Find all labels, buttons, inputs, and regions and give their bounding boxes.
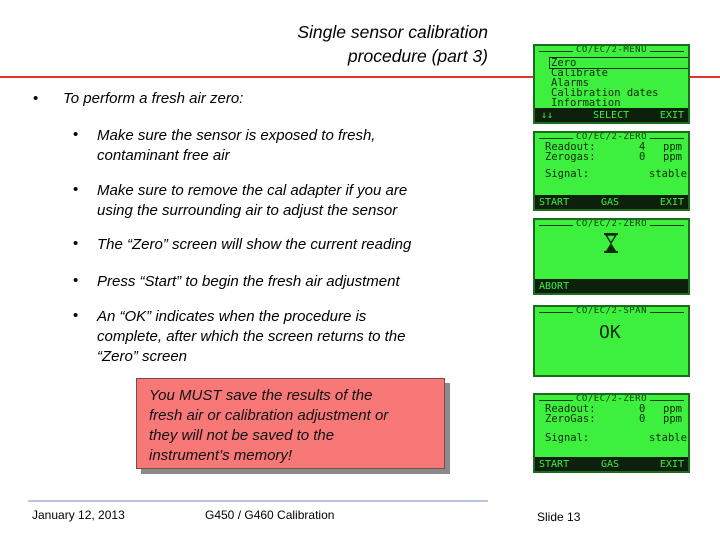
lcd-zero-progress-screen: CO/EC/2-ZERO ABORT bbox=[533, 218, 690, 295]
lcd-header: CO/EC/2-ZERO bbox=[535, 395, 688, 404]
readout-value: 0 bbox=[639, 403, 646, 415]
softkey-exit: EXIT bbox=[659, 197, 684, 208]
callout-line: fresh air or calibration adjustment or bbox=[149, 407, 389, 424]
zerogas-value: 0 bbox=[639, 151, 646, 163]
lcd-header: CO/EC/2-ZERO bbox=[535, 220, 688, 229]
softkey-start: START bbox=[539, 459, 570, 470]
softkey-exit: EXIT bbox=[659, 110, 684, 121]
main-bullet-text: To perform a fresh air zero: bbox=[63, 90, 244, 107]
menu-item-alarms: Alarms bbox=[551, 77, 589, 89]
menu-item-information: Information bbox=[551, 97, 621, 109]
softkey-abort: ABORT bbox=[539, 281, 570, 292]
readout-value: 4 bbox=[639, 141, 646, 153]
readout-label: Readout: bbox=[545, 141, 596, 153]
menu-item-zero: Zero bbox=[551, 57, 577, 69]
signal-value: stable bbox=[649, 168, 687, 180]
softkey-gas: GAS bbox=[601, 459, 620, 470]
title-line-2: procedure (part 3) bbox=[347, 46, 488, 66]
softkey-start: START bbox=[539, 197, 570, 208]
bullet-marker: • bbox=[73, 307, 79, 324]
lcd-softkey-bar: ABORT bbox=[535, 279, 688, 293]
softkey-gas: GAS bbox=[601, 197, 620, 208]
sub-bullet-line: complete, after which the screen returns… bbox=[97, 328, 406, 345]
zerogas-unit: ppm bbox=[663, 413, 682, 425]
softkey-select: SELECT bbox=[593, 110, 630, 121]
lcd-span-ok-screen: CO/EC/2-SPAN OK bbox=[533, 305, 690, 377]
bullet-marker: • bbox=[73, 181, 79, 198]
footer-title: G450 / G460 Calibration bbox=[205, 508, 335, 522]
lcd-softkey-bar: START GAS EXIT bbox=[535, 457, 688, 471]
softkey-down: ↓↓ bbox=[541, 110, 554, 121]
signal-value: stable bbox=[649, 432, 687, 444]
menu-selection-highlight bbox=[549, 57, 688, 69]
sub-bullet-line: Make sure to remove the cal adapter if y… bbox=[97, 182, 408, 199]
sub-bullet-line: Press “Start” to begin the fresh air adj… bbox=[97, 273, 400, 290]
slide-title: Single sensor calibration procedure (par… bbox=[188, 20, 488, 68]
zerogas-label: Zerogas: bbox=[545, 151, 596, 163]
footer-divider bbox=[28, 500, 488, 502]
callout-line: they will not be saved to the bbox=[149, 427, 335, 444]
title-divider bbox=[0, 76, 720, 78]
footer-date: January 12, 2013 bbox=[32, 508, 125, 522]
signal-label: Signal: bbox=[545, 432, 590, 444]
lcd-header: CO/EC/2-SPAN bbox=[535, 307, 688, 316]
readout-unit: ppm bbox=[663, 403, 682, 415]
bullet-marker: • bbox=[73, 235, 79, 252]
softkey-exit: EXIT bbox=[659, 459, 684, 470]
callout-line: instrument’s memory! bbox=[149, 447, 293, 464]
lcd-softkey-bar: START GAS EXIT bbox=[535, 195, 688, 209]
bullet-list: • To perform a fresh air zero: • Make su… bbox=[33, 90, 412, 365]
zerogas-value: 0 bbox=[639, 413, 646, 425]
readout-unit: ppm bbox=[663, 141, 682, 153]
lcd-softkey-bar: ↓↓ SELECT EXIT bbox=[535, 108, 688, 122]
callout-line: You MUST save the results of the bbox=[149, 387, 373, 404]
sub-bullet-line: using the surrounding air to adjust the … bbox=[97, 202, 398, 219]
lcd-header: CO/EC/2-ZERO bbox=[535, 133, 688, 142]
signal-label: Signal: bbox=[545, 168, 590, 180]
bullet-marker: • bbox=[73, 272, 79, 289]
sub-bullet-line: The “Zero” screen will show the current … bbox=[97, 236, 412, 253]
slide-number: Slide 13 bbox=[537, 510, 581, 524]
warning-callout: You MUST save the results of the fresh a… bbox=[136, 378, 445, 469]
zerogas-unit: ppm bbox=[663, 151, 682, 163]
lcd-zero-result-screen: CO/EC/2-ZERO Readout: 0 ppm ZeroGas: 0 p… bbox=[533, 393, 690, 473]
hourglass-icon bbox=[604, 233, 618, 253]
sub-bullet-line: Make sure the sensor is exposed to fresh… bbox=[97, 127, 376, 144]
sub-bullet-line: “Zero” screen bbox=[97, 348, 188, 365]
readout-label: Readout: bbox=[545, 403, 596, 415]
title-line-1: Single sensor calibration bbox=[297, 22, 488, 42]
bullet-marker: • bbox=[33, 90, 39, 107]
lcd-menu-screen: CO/EC/2-MENU Zero Calibrate Alarms Calib… bbox=[533, 44, 690, 124]
lcd-header: CO/EC/2-MENU bbox=[535, 46, 688, 55]
sub-bullet-line: contaminant free air bbox=[97, 147, 230, 164]
lcd-zero-screen: CO/EC/2-ZERO Readout: 4 ppm Zerogas: 0 p… bbox=[533, 131, 690, 211]
bullet-marker: • bbox=[73, 126, 79, 143]
menu-item-calibration-dates: Calibration dates bbox=[551, 87, 659, 99]
zerogas-label: ZeroGas: bbox=[545, 413, 596, 425]
menu-item-calibrate: Calibrate bbox=[551, 67, 608, 79]
sub-bullet-line: An “OK” indicates when the procedure is bbox=[97, 308, 367, 325]
ok-indicator: OK bbox=[599, 322, 621, 343]
